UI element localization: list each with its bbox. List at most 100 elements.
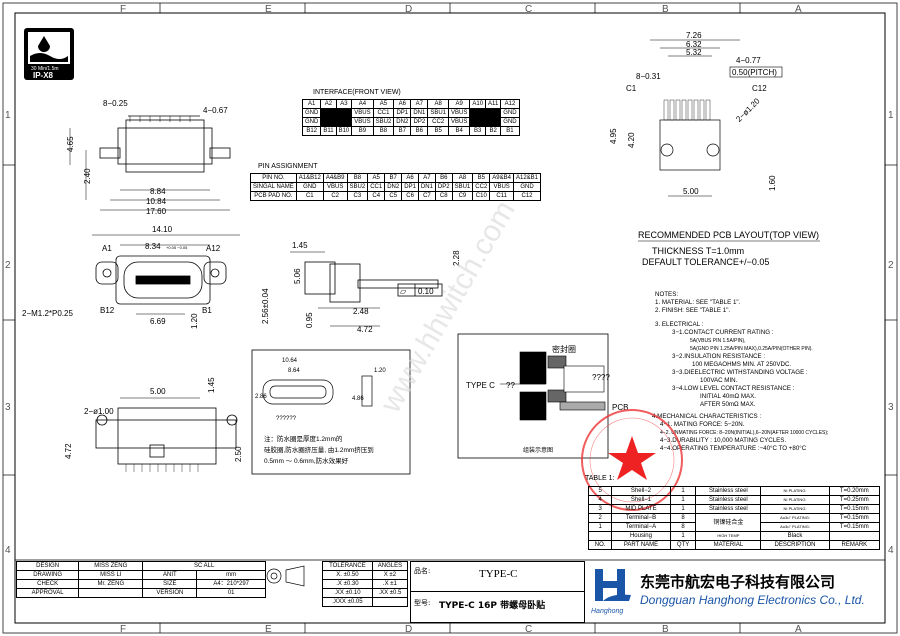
dim-m12: 2−M1.2*P0.25 [22, 309, 73, 318]
dim-6-69: 6.69 [150, 317, 166, 326]
note-line: 3−4.LOW LEVEL CONTACT RESISTANCE : [672, 385, 795, 392]
cell: Terminal−B [611, 513, 671, 523]
cell: A4&B9 [322, 173, 348, 183]
cell: SINGAL NAME [250, 182, 297, 192]
cell: Terminal−A [611, 522, 671, 532]
cell: 1 [587, 522, 613, 532]
dim-2-phi100: 2−ø1.00 [84, 407, 114, 416]
interface-title: INTERFACE(FRONT VIEW) [313, 89, 401, 96]
col-label-a-bottom: A [795, 624, 802, 635]
cell: GND [295, 182, 324, 192]
product-name: TYPE-C [479, 568, 518, 580]
row-label-4: 4 [5, 545, 11, 556]
cell: MISS LI [78, 570, 144, 580]
pcb-dim-8-031: 8−0.31 [636, 72, 661, 81]
cell: Shell−1 [611, 495, 671, 505]
cell: B9 [351, 126, 374, 136]
cell: SBU2 [346, 182, 369, 192]
cell: .X ±1 [371, 579, 409, 589]
dim-5-00: 5.00 [150, 387, 166, 396]
water-drop-icon [38, 36, 50, 52]
cell: C7 [417, 191, 436, 201]
cell [320, 108, 337, 118]
note-line: 5A(VBUS PIN 1.5A/PIN), [690, 338, 746, 344]
model-label: 型号: [414, 599, 431, 607]
cell: 8 [669, 522, 697, 532]
cell: B10 [335, 126, 353, 136]
col-label-f: F [120, 4, 126, 15]
cell: DP1 [401, 182, 419, 192]
cell: 1 [669, 531, 697, 541]
cell: DP1 [393, 108, 412, 118]
dim-2-50: 2.50 [234, 446, 243, 462]
cell: B4 [448, 126, 471, 136]
note-line: 4−2. UNMATING FORCE: 8−20N(INITIAL),6−20… [660, 430, 828, 436]
assembly-pcb: PCB [612, 403, 628, 412]
cell [371, 597, 409, 607]
dim-8-34: 8.34 [145, 242, 161, 251]
flatness-symbol: ▱ [400, 287, 407, 296]
cell: APPROVAL [15, 588, 80, 598]
dim-4-067: 4−0.67 [203, 106, 228, 115]
cell: GND [500, 108, 520, 118]
company-logo: Hanghong [591, 569, 631, 615]
dim-14-10: 14.10 [152, 225, 173, 234]
cell: CC2 [472, 182, 491, 192]
cell: GND [512, 182, 542, 192]
dim-1-45: 1.45 [292, 241, 308, 250]
cell: PCB PAD NO. [250, 191, 297, 201]
cell: A10 [469, 99, 487, 109]
note-line: 4−1. MATING FORCE: 5−20N. [660, 421, 745, 428]
row-label-3-right: 3 [888, 402, 894, 413]
cell: ANGLES [371, 561, 409, 571]
dim-2-40: 2.40 [83, 168, 92, 184]
note-line: 5A(GND PIN 1.25A/PIN MAX),0.25A/PIN(OTHE… [690, 346, 813, 352]
logo-text: Hanghong [591, 608, 623, 615]
cell: .X ±0.30 [322, 579, 373, 589]
cell: Mr. ZENG [78, 579, 144, 589]
cell: A8 [427, 99, 450, 109]
cell: CC1 [367, 182, 386, 192]
assembly-q1: ?? [506, 381, 515, 390]
cell: DN1 [417, 182, 436, 192]
cell: MISS ZENG [78, 561, 144, 571]
dim-0-95: 0.95 [305, 312, 314, 328]
name-row: 品名: TYPE-C [411, 562, 584, 592]
detail-dim-2-86: 2.86 [255, 394, 267, 400]
side-profile-view [69, 115, 231, 211]
cell: A3 [335, 99, 353, 109]
cell: B8 [346, 173, 369, 183]
note-line: 1. MATERIAL: SEE "TABLE 1". [655, 299, 741, 306]
dim-1-45b: 1.45 [207, 377, 216, 393]
cell: A5 [367, 173, 386, 183]
cell: 1 [669, 504, 697, 514]
cell: 铜镍硅合金 [695, 513, 762, 532]
cell: 8 [669, 513, 697, 523]
cell: A12&B1 [512, 173, 542, 183]
cell: DP2 [410, 117, 429, 127]
cell [469, 117, 487, 127]
col-label-c: C [525, 4, 532, 15]
cell: 5 [587, 486, 613, 496]
pcb-dim-1-60: 1.60 [768, 175, 777, 191]
detail-note-1: 注：防水圈是厚度1.2mm的 [264, 434, 343, 443]
cell: C4 [367, 191, 386, 201]
header-cell: MATERIAL [695, 540, 762, 550]
col-label-e: E [265, 4, 272, 15]
col-label-d-bottom: D [405, 624, 412, 635]
pcb-label-c12: C12 [752, 84, 767, 93]
cell: A7 [417, 173, 436, 183]
cell: DP2 [434, 182, 453, 192]
detail-dim-4-86: 4.86 [352, 396, 364, 402]
cell: PIN NO. [250, 173, 297, 183]
cell [587, 531, 613, 541]
col-label-e-bottom: E [265, 624, 272, 635]
cell [320, 117, 337, 127]
